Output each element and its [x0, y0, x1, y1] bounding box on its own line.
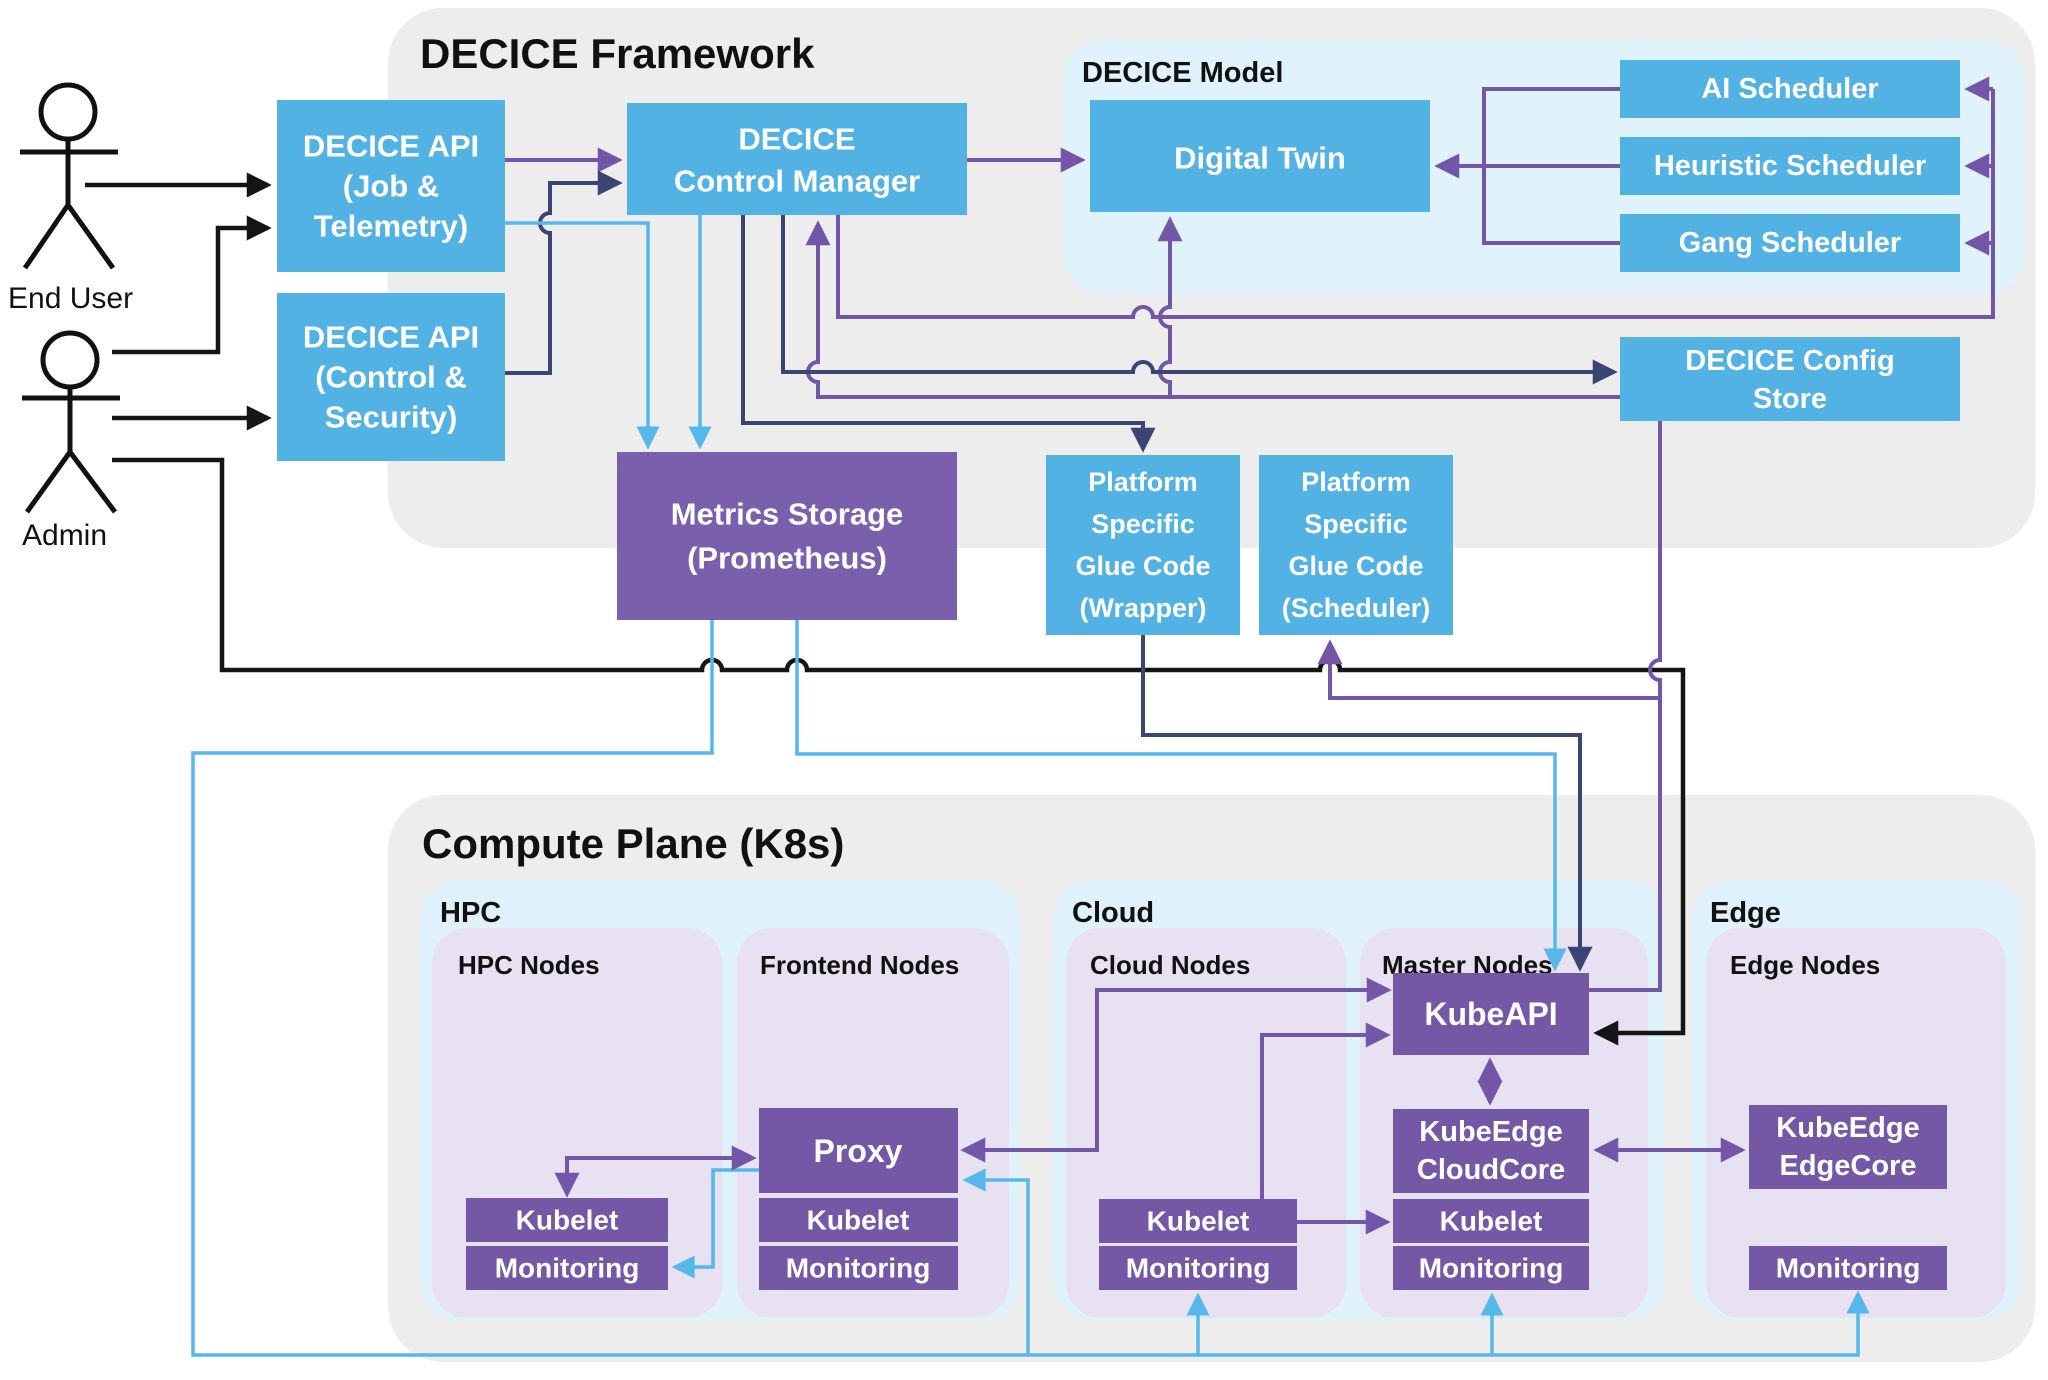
hpc-nodes-label: HPC Nodes	[458, 950, 600, 980]
ai-scheduler-box	[1620, 60, 1960, 118]
model-title: DECICE Model	[1082, 57, 1283, 89]
edge-monitoring-box	[1749, 1246, 1947, 1290]
admin-head	[40, 330, 100, 390]
control-manager-box	[627, 103, 967, 215]
hpc-label: HPC	[440, 897, 501, 929]
arrow-bus-to-proxy	[962, 1168, 1030, 1355]
heuristic-scheduler-label: Heuristic Scheduler	[1654, 150, 1926, 182]
end-user-label: End User	[8, 282, 133, 315]
end-user-body	[20, 139, 118, 270]
admin-body	[22, 387, 120, 514]
proxy-label: Proxy	[814, 1133, 903, 1169]
arrow-controlmanager-to-config-store	[781, 215, 1618, 385]
gang-scheduler-box	[1620, 214, 1960, 272]
blue-boxes: DECICE API (Job & Telemetry) DECICE API …	[277, 60, 1960, 635]
scheduler-glue-box	[1259, 455, 1453, 635]
wrapper-glue-line2: Specific	[1091, 509, 1195, 539]
arrow-kubeapi-proxy-bidir	[960, 977, 1392, 1163]
hpc-monitoring-box	[466, 1246, 668, 1290]
hpc-kubelet-box	[466, 1198, 668, 1242]
frontend-monitoring-box	[759, 1246, 958, 1290]
arrow-metrics-monitoring-bus-to-edge	[191, 620, 1870, 1357]
config-store-line2: Store	[1753, 383, 1827, 415]
proxy-box	[759, 1108, 958, 1193]
cloud-monitoring-label: Monitoring	[1126, 1253, 1271, 1284]
job-api-line2: (Job &	[343, 169, 439, 204]
arrow-kubeapi-feedback-to-digitaltwin	[1157, 216, 1183, 397]
line-controlmanager-to-schedulers-bus	[836, 89, 1995, 319]
cloud-label: Cloud	[1072, 897, 1154, 929]
job-api-line3: Telemetry)	[314, 209, 469, 244]
edge-monitoring-label: Monitoring	[1776, 1253, 1921, 1284]
ctrl-api-box	[277, 293, 505, 461]
job-api-box	[277, 100, 505, 272]
gang-scheduler-label: Gang Scheduler	[1679, 227, 1901, 259]
master-monitoring-label: Monitoring	[1419, 1253, 1564, 1284]
purple-boxes: Metrics Storage (Prometheus) Proxy KubeA…	[466, 452, 1947, 1290]
connectors	[85, 76, 1995, 1357]
arrow-jobapi-to-metrics	[505, 221, 660, 450]
arrow-metrics-to-kubeapi	[795, 620, 1567, 972]
arrow-proxy-kubelet-hpc-bidir	[554, 1145, 757, 1198]
arrow-cloud-kubelet-to-kubeapi	[1260, 1022, 1391, 1199]
framework-title: DECICE Framework	[420, 30, 815, 77]
hpc-monitoring-label: Monitoring	[495, 1253, 640, 1284]
edgecore-box	[1749, 1105, 1947, 1189]
frontend-kubelet-box	[759, 1198, 958, 1242]
arrow-controlmanager-to-wrapper-glue	[741, 215, 1156, 453]
edge-label: Edge	[1710, 897, 1781, 929]
cloud-kubelet-label: Kubelet	[1147, 1206, 1250, 1237]
end-user-head	[38, 82, 98, 142]
wrapper-glue-line4: (Wrapper)	[1079, 593, 1206, 623]
metrics-storage-line1: Metrics Storage	[671, 497, 904, 532]
end-user-actor: End User	[8, 82, 133, 315]
cloud-monitoring-box	[1099, 1246, 1297, 1290]
metrics-storage-box	[617, 452, 957, 620]
cloudcore-line1: KubeEdge	[1419, 1116, 1562, 1148]
admin-actor: Admin	[22, 330, 120, 552]
ctrl-api-line1: DECICE API	[303, 320, 479, 355]
ai-scheduler-label: AI Scheduler	[1701, 73, 1878, 105]
heuristic-scheduler-box	[1620, 137, 1960, 195]
config-store-box	[1620, 337, 1960, 421]
wrapper-glue-box	[1046, 455, 1240, 635]
arrow-wrapper-glue-to-kubeapi	[1141, 635, 1593, 972]
ctrl-api-line3: Security)	[325, 400, 458, 435]
kubeapi-label: KubeAPI	[1424, 996, 1557, 1032]
master-kubelet-label: Kubelet	[1440, 1206, 1543, 1237]
job-api-line1: DECICE API	[303, 129, 479, 164]
edge-nodes-label: Edge Nodes	[1730, 950, 1880, 980]
cloud-kubelet-box	[1099, 1199, 1297, 1243]
control-manager-line1: DECICE	[738, 122, 855, 157]
scheduler-glue-line4: (Scheduler)	[1282, 593, 1431, 623]
metrics-storage-line2: (Prometheus)	[687, 541, 887, 576]
frontend-monitoring-label: Monitoring	[786, 1253, 931, 1284]
admin-label: Admin	[22, 519, 107, 552]
compute-title: Compute Plane (K8s)	[422, 820, 844, 867]
cloudcore-line2: CloudCore	[1417, 1154, 1565, 1186]
edgecore-line1: KubeEdge	[1776, 1112, 1919, 1144]
scheduler-glue-line3: Glue Code	[1288, 551, 1423, 581]
scheduler-glue-line2: Specific	[1304, 509, 1408, 539]
cloud-nodes-label: Cloud Nodes	[1090, 950, 1250, 980]
arrow-admin-to-jobapi	[112, 215, 272, 355]
arrow-kubeapi-to-scheduler-glue	[1317, 639, 1660, 700]
frontend-kubelet-label: Kubelet	[807, 1205, 910, 1236]
frontend-nodes-label: Frontend Nodes	[760, 950, 959, 980]
wrapper-glue-line3: Glue Code	[1075, 551, 1210, 581]
digital-twin-label: Digital Twin	[1174, 141, 1346, 176]
hpc-kubelet-label: Kubelet	[516, 1205, 619, 1236]
cloudcore-box	[1393, 1109, 1589, 1193]
ctrl-api-line2: (Control &	[315, 360, 467, 395]
master-monitoring-box	[1393, 1246, 1589, 1290]
edgecore-line2: EdgeCore	[1780, 1150, 1917, 1182]
control-manager-line2: Control Manager	[674, 164, 920, 199]
digital-twin-box	[1090, 100, 1430, 212]
scheduler-glue-line1: Platform	[1301, 467, 1411, 497]
config-store-line1: DECICE Config	[1685, 345, 1894, 377]
master-kubelet-box	[1393, 1199, 1589, 1243]
wrapper-glue-line1: Platform	[1088, 467, 1198, 497]
kubeapi-box	[1393, 973, 1589, 1055]
